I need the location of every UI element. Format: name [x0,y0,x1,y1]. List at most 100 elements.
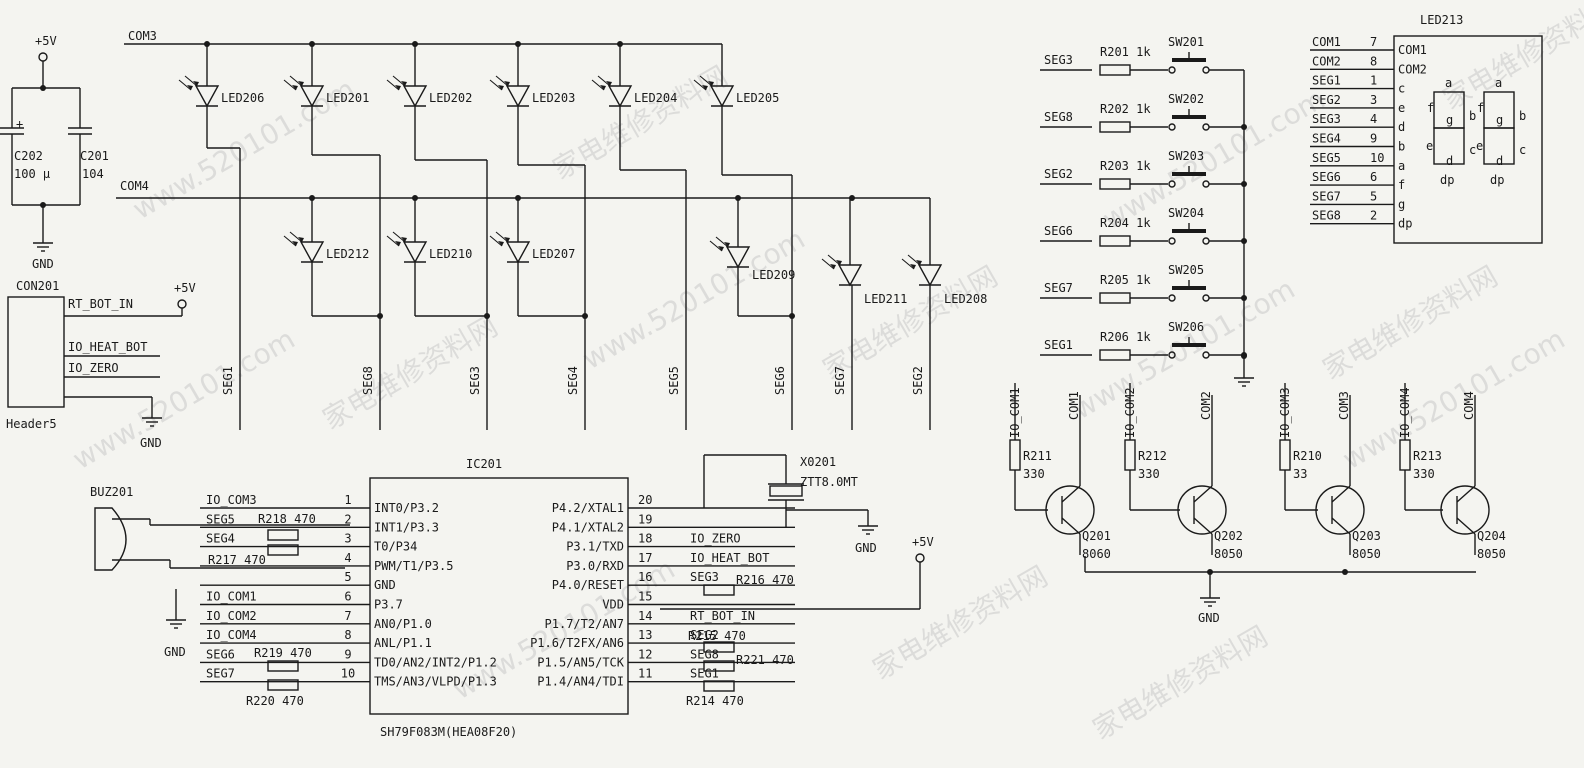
r219 [267,660,299,672]
wire [1193,517,1213,535]
switch-sw206 [1172,343,1206,347]
vcc-label: +5V [35,34,57,48]
display-pin-number: 7 [1370,35,1377,49]
transistor-q204 [1440,485,1490,535]
switch-resistor [1099,349,1131,361]
led-led211 [821,254,863,287]
switch-ref: SW203 [1168,149,1204,163]
seg-f: f [1477,101,1484,115]
display-pin-number: 5 [1370,189,1377,203]
r219-label: R219 470 [254,646,312,660]
display-net-label: SEG7 [1312,189,1341,203]
seg-c: c [1519,143,1526,157]
ic-pin-number: 19 [638,512,652,526]
switch-resistor [1099,121,1131,133]
base-resistor-ref: R211 [1023,449,1052,463]
switch-ref: SW204 [1168,206,1204,220]
switch-sw204 [1172,229,1206,233]
r216-label: R216 470 [736,573,794,587]
seg-e: e [1476,139,1483,153]
gnd-label: GND [1198,611,1220,625]
ic-pin-name: INT0/P3.2 [374,501,439,515]
switch-resistor [1099,235,1131,247]
vcc-symbol [38,52,48,62]
transistor-ref: Q202 [1214,529,1243,543]
led-label: LED203 [532,91,575,105]
r218 [267,529,299,541]
seg-e: e [1426,139,1433,153]
ic-pin-number: 8 [344,628,351,642]
ic-net-label: SEG3 [690,570,719,584]
transistor-ref: Q201 [1082,529,1111,543]
ic-pin-name: TD0/AN2/INT2/P1.2 [374,655,497,669]
watermark-text: www.520101.com [577,222,811,376]
ic-pin-name: ANL/P1.1 [374,636,432,650]
switch-resistor [1099,178,1131,190]
ic-pin-number: 1 [344,493,351,507]
switch-resistor-label: R202 1k [1100,102,1151,116]
transistor-base-resistor [1124,439,1136,471]
ic-pin-name: T0/P34 [374,540,417,554]
led-led209 [709,236,751,269]
ic-pin-name: P1.4/AN4/TDI [537,675,624,689]
ic-pin-name: PWM/T1/P3.5 [374,559,453,573]
ic-net-label: IO_COM1 [206,590,257,604]
led-led202 [386,75,428,108]
vcc-symbol [915,553,925,563]
ic-pin-name: P1.6/T2FX/AN6 [530,636,624,650]
switch-contact [1168,351,1176,359]
led-label: LED211 [864,292,907,306]
led-label: LED207 [532,247,575,261]
ic201-part: SH79F083M(HEA08F20) [380,725,517,739]
transistor-com-label: COM3 [1337,391,1351,420]
switch-resistor-label: R205 1k [1100,273,1151,287]
seg-net-label: SEG2 [911,366,925,395]
wire [1061,485,1081,503]
seg-net-label: SEG7 [833,366,847,395]
seg-dp: dp [1490,173,1504,187]
led-label: LED212 [326,247,369,261]
ic-pin-name: P4.1/XTAL2 [552,520,624,534]
ground-symbol [1234,370,1254,387]
base-resistor-value: 330 [1138,467,1160,481]
wire [1193,485,1213,503]
ic-net-label: IO_COM4 [206,628,257,642]
display-pin-name: COM2 [1398,62,1427,76]
seven-seg-digit [1483,91,1515,165]
led-led205 [693,75,735,108]
c202-ref: C202 [14,149,43,163]
c201-value: 104 [82,167,104,181]
display-net-label: SEG8 [1312,209,1341,223]
switch-contact [1202,294,1210,302]
ic-pin-number: 18 [638,532,652,546]
transistor-com-label: COM2 [1199,391,1213,420]
ic-pin-name: AN0/P1.0 [374,617,432,631]
transistor-value: 8050 [1477,547,1506,561]
ic-net-label: SEG2 [690,628,719,642]
ic-net-label: IO_ZERO [690,532,741,546]
display-net-label: COM2 [1312,54,1341,68]
buz201-ref: BUZ201 [90,485,133,499]
gnd-label: GND [32,257,54,271]
junction-dot [789,313,795,319]
r221-label: R221 470 [736,653,794,667]
seg-net-label: SEG4 [566,366,580,395]
ic-pin-number: 12 [638,647,652,661]
led-label: LED209 [752,268,795,282]
ic-pin-number: 2 [344,512,351,526]
ground-symbol [142,410,162,427]
ic-pin-name: TMS/AN3/VLPD/P1.3 [374,675,497,689]
switch-contact [1202,123,1210,131]
r216 [703,584,735,596]
r214-label: R214 470 [686,694,744,708]
ic-pin-name: P4.0/RESET [552,578,624,592]
junction-dot [1241,353,1247,359]
base-resistor-value: 330 [1023,467,1045,481]
base-resistor-value: 330 [1413,467,1435,481]
led-led210 [386,231,428,264]
led-label: LED206 [221,91,264,105]
display-net-label: SEG5 [1312,151,1341,165]
